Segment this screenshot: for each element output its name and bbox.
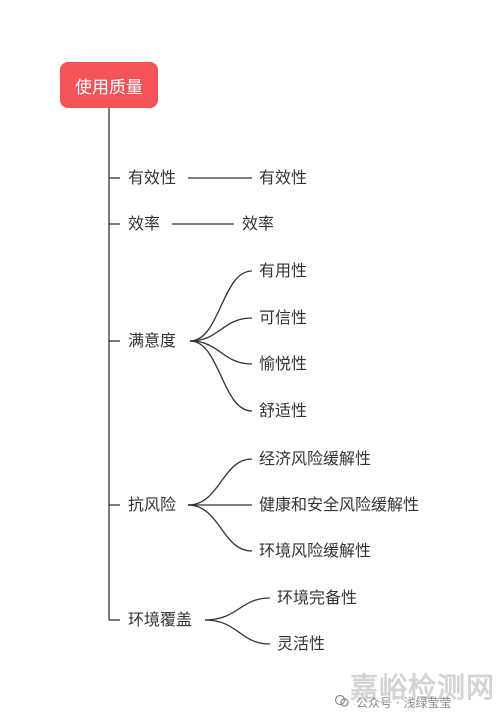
fan-coverage-2	[204, 619, 271, 645]
branch-label: 有效性	[128, 168, 177, 187]
watermark-brand: 嘉峪检测网	[350, 671, 496, 704]
leaf-label: 经济风险缓解性	[259, 449, 372, 468]
fan-satisfaction-3	[189, 340, 253, 365]
fan-satisfaction-2	[189, 317, 253, 342]
leaf-label: 效率	[242, 214, 275, 233]
branch-label: 效率	[128, 214, 161, 233]
fan-risk-1	[187, 458, 253, 506]
fan-satisfaction-1	[189, 270, 253, 342]
leaf-label: 有效性	[259, 168, 308, 187]
leaf-label: 健康和安全风险缓解性	[259, 495, 420, 514]
leaf-label: 灵活性	[277, 634, 326, 653]
watermark-account: 公众号 · 浅绿莹莹	[356, 696, 452, 710]
branch-label: 抗风险	[128, 495, 177, 514]
branch-label: 满意度	[128, 331, 177, 350]
wechat-icon	[334, 694, 349, 707]
root-node: 使用质量	[60, 62, 158, 108]
fan-coverage-1	[204, 597, 271, 621]
leaf-label: 环境完备性	[277, 588, 358, 607]
fan-satisfaction-4	[189, 340, 253, 412]
leaf-label: 环境风险缓解性	[259, 541, 372, 560]
leaf-label: 可信性	[259, 308, 308, 327]
fan-risk-3	[187, 504, 253, 552]
leaf-label: 舒适性	[259, 401, 308, 420]
leaf-label: 愉悦性	[259, 354, 308, 373]
branch-label: 环境覆盖	[128, 610, 193, 629]
leaf-label: 有用性	[259, 261, 308, 280]
